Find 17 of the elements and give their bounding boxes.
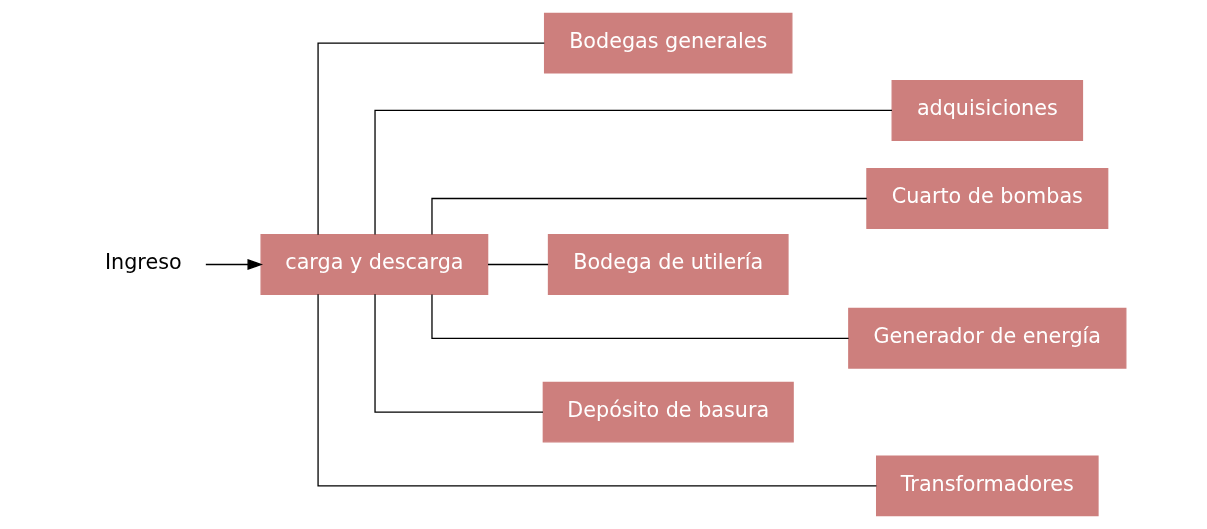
node-box: Transformadores: [876, 455, 1099, 517]
connector: [317, 293, 878, 487]
arrow: [205, 259, 263, 270]
connector: [487, 263, 549, 266]
connector: [431, 293, 850, 339]
node-text: Ingreso: [105, 250, 182, 275]
node-box: adquisiciones: [891, 80, 1084, 141]
connector: [431, 197, 868, 236]
node-box: Bodega de utilería: [547, 234, 789, 295]
connector: [374, 109, 893, 236]
node-box: carga y descarga: [260, 234, 489, 295]
node-box: Generador de energía: [848, 307, 1127, 369]
node-box: Cuarto de bombas: [866, 168, 1109, 229]
connector: [374, 293, 544, 413]
node-box: Depósito de basura: [542, 381, 794, 443]
connector: [317, 42, 545, 236]
node-box: Bodegas generales: [543, 12, 793, 74]
